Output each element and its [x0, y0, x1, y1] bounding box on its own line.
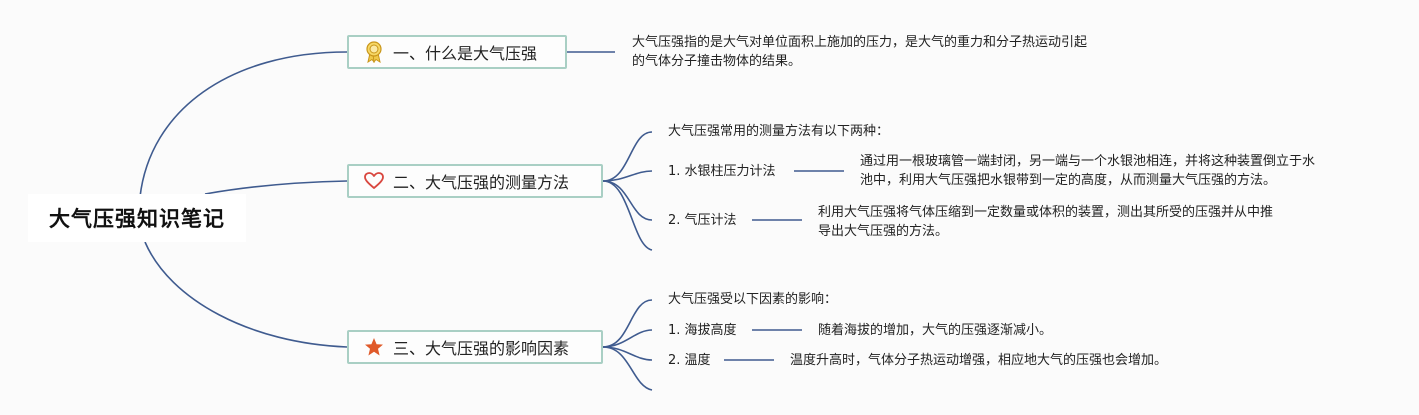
award-ribbon-icon: [363, 41, 385, 63]
branch2-item1-desc-line1: 通过用一根玻璃管一端封闭，另一端与一个水银池相连，并将这种装置倒立于水: [860, 154, 1316, 169]
connector-root-branch3: [144, 241, 348, 348]
branch3-item1-label[interactable]: 1. 海拔高度: [668, 323, 737, 338]
branch2-item2-desc-line2: 导出大气压强的方法。: [818, 224, 949, 239]
branch-label: 三、大气压强的影响因素: [393, 339, 570, 358]
branch3-item2-desc: 温度升高时，气体分子热运动增强，相应地大气的压强也会增加。: [790, 353, 1168, 368]
branch-measurement[interactable]: 二、大气压强的测量方法: [347, 164, 603, 198]
branch2-item2-label[interactable]: 2. 气压计法: [668, 213, 737, 228]
root-node[interactable]: 大气压强知识笔记: [28, 194, 246, 242]
branch2-intro: 大气压强常用的测量方法有以下两种：: [668, 124, 890, 139]
branch-factors[interactable]: 三、大气压强的影响因素: [347, 330, 603, 364]
connector-branch2-item2: [602, 180, 653, 221]
connector-branch3-end: [602, 346, 653, 391]
branch3-item2-label[interactable]: 2. 温度: [668, 353, 711, 368]
branch1-desc-line1: 大气压强指的是大气对单位面积上施加的压力，是大气的重力和分子热运动引起: [632, 35, 1088, 50]
connector-root-branch2: [204, 180, 348, 195]
branch-label: 二、大气压强的测量方法: [393, 173, 570, 192]
branch3-item1-desc: 随着海拔的增加，大气的压强逐渐减小。: [818, 323, 1053, 338]
heart-outline-icon: [363, 170, 385, 192]
star-icon: [363, 336, 385, 358]
branch2-item1-desc-line2: 池中，利用大气压强把水银带到一定的高度，从而测量大气压强的方法。: [860, 173, 1277, 188]
connector-branch3-item1: [602, 329, 653, 348]
branch2-item1-label[interactable]: 1. 水银柱压力计法: [668, 164, 776, 179]
branch3-intro: 大气压强受以下因素的影响：: [668, 292, 838, 307]
branch2-item2-desc-line1: 利用大气压强将气体压缩到一定数量或体积的装置，测出其所受的压强并从中推: [818, 205, 1274, 220]
branch1-desc-line2: 的气体分子撞击物体的结果。: [632, 54, 802, 69]
connector-branch2-end: [602, 180, 653, 251]
connector-branch2-intro: [602, 131, 653, 182]
branch-label: 一、什么是大气压强: [393, 44, 538, 63]
connector-branch3-item2: [602, 346, 653, 361]
connector-root-branch1: [139, 51, 348, 198]
connector-branch2-item1: [602, 170, 653, 182]
branch-what-is[interactable]: 一、什么是大气压强: [347, 35, 567, 69]
root-title: 大气压强知识笔记: [49, 207, 225, 231]
